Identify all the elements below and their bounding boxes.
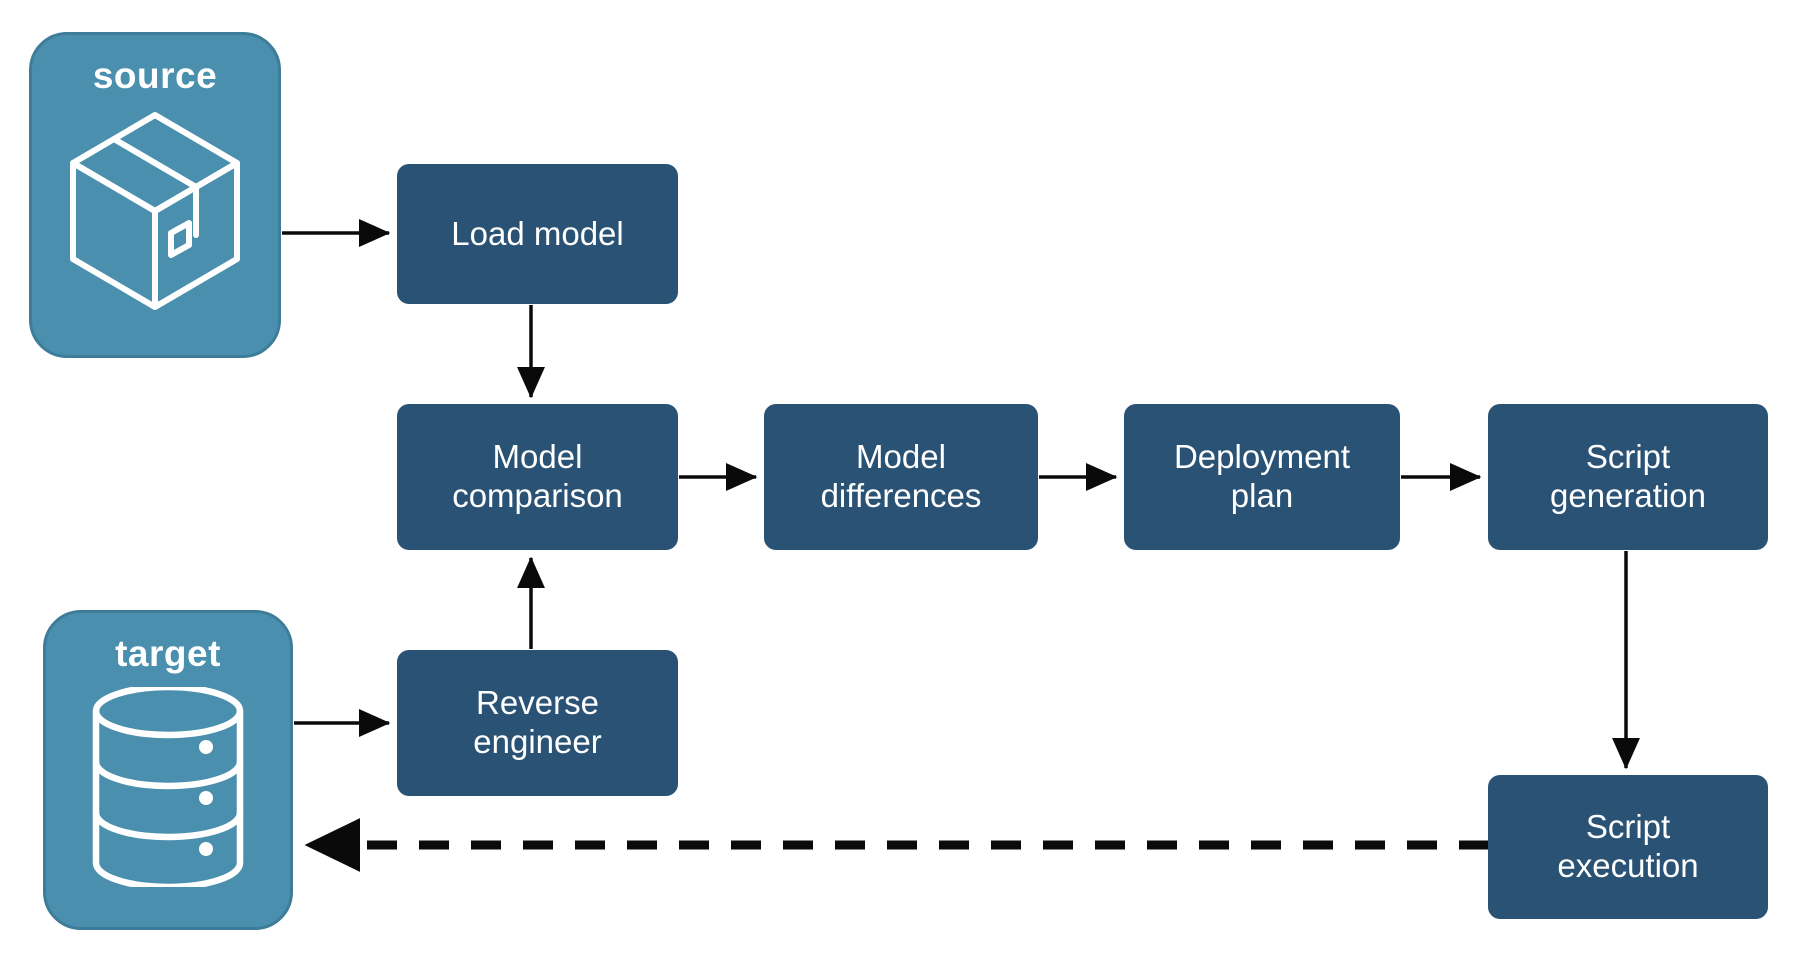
process-model-differences-text: Model differences bbox=[821, 438, 982, 516]
process-script-generation-text: Script generation bbox=[1550, 438, 1706, 516]
endpoint-target[interactable]: target bbox=[43, 610, 293, 930]
process-model-differences[interactable]: Model differences bbox=[764, 404, 1038, 550]
process-text-line: Load model bbox=[451, 214, 624, 252]
process-deployment-plan[interactable]: Deployment plan bbox=[1124, 404, 1400, 550]
process-deployment-plan-text: Deployment plan bbox=[1174, 438, 1350, 516]
process-text-line: differences bbox=[820, 477, 982, 514]
endpoint-source[interactable]: source bbox=[29, 32, 281, 358]
process-text-line: engineer bbox=[473, 723, 602, 760]
process-text-line: Script bbox=[1585, 438, 1671, 476]
process-load-model[interactable]: Load model bbox=[397, 164, 678, 304]
process-text-line: Script bbox=[1585, 808, 1671, 846]
process-text-line: execution bbox=[1557, 847, 1699, 884]
process-script-execution-text: Script execution bbox=[1557, 808, 1698, 886]
package-box-icon bbox=[32, 94, 278, 329]
process-text-line: Reverse bbox=[476, 684, 599, 722]
process-script-execution[interactable]: Script execution bbox=[1488, 775, 1768, 919]
process-text-line: Model bbox=[492, 438, 583, 476]
endpoint-source-label: source bbox=[92, 55, 218, 96]
process-text-line: plan bbox=[1230, 477, 1294, 514]
process-text-line: Model bbox=[856, 438, 946, 476]
database-cylinder-icon bbox=[46, 672, 290, 901]
process-script-generation[interactable]: Script generation bbox=[1488, 404, 1768, 550]
endpoint-target-label: target bbox=[115, 633, 221, 674]
process-model-comparison[interactable]: Model comparison bbox=[397, 404, 678, 550]
process-text-line: comparison bbox=[452, 477, 623, 514]
process-load-model-text: Load model bbox=[451, 215, 623, 254]
process-model-comparison-text: Model comparison bbox=[452, 438, 623, 516]
process-reverse-engineer[interactable]: Reverse engineer bbox=[397, 650, 678, 796]
process-text-line: generation bbox=[1550, 477, 1706, 514]
process-reverse-engineer-text: Reverse engineer bbox=[473, 684, 601, 762]
process-text-line: Deployment bbox=[1173, 438, 1351, 476]
